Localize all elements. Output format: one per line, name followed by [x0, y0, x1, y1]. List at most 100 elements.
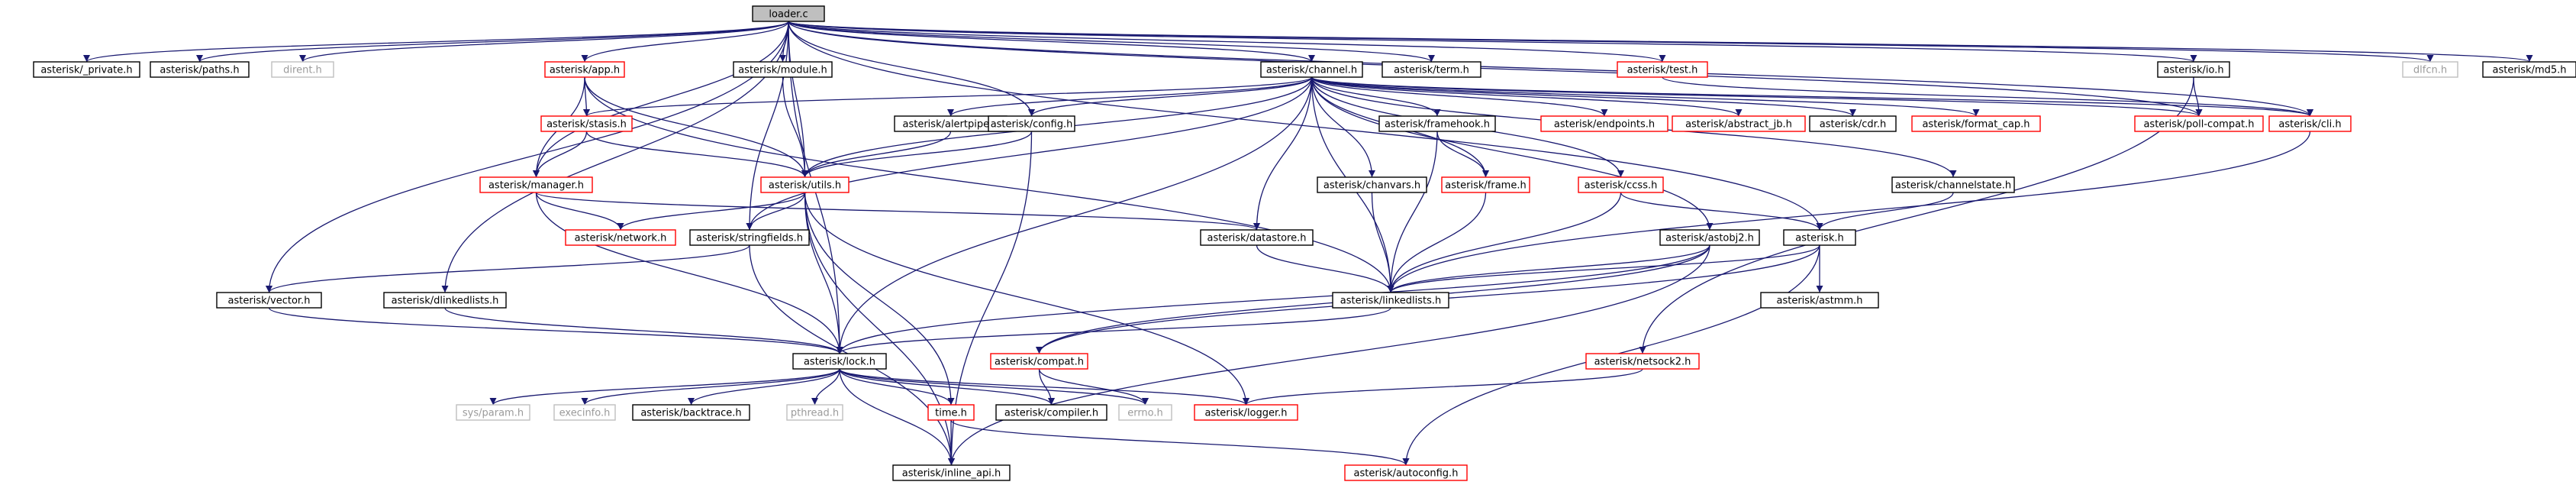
edge-lock-to-logger [839, 368, 1249, 406]
node-paths-label: asterisk/paths.h [160, 65, 239, 76]
node-compiler[interactable]: asterisk/compiler.h [995, 404, 1107, 421]
node-channelstate[interactable]: asterisk/channelstate.h [1891, 176, 2015, 193]
node-app-label: asterisk/app.h [550, 65, 620, 76]
node-md5[interactable]: asterisk/md5.h [2482, 61, 2576, 78]
node-loader[interactable]: loader.c [752, 5, 825, 22]
node-autoconfig[interactable]: asterisk/autoconfig.h [1344, 464, 1468, 481]
edge-module-to-utils [782, 76, 809, 178]
node-dlfcn-box [2402, 61, 2458, 78]
node-linkedlists[interactable]: asterisk/linkedlists.h [1332, 292, 1449, 309]
node-pthread-label: pthread.h [791, 408, 839, 419]
edge-loader-to-poll_compat [788, 21, 2203, 117]
node-private-box [33, 61, 140, 78]
node-term[interactable]: asterisk/term.h [1381, 61, 1481, 78]
node-dlinkedlists[interactable]: asterisk/dlinkedlists.h [383, 292, 507, 309]
edge-lock-to-inline_api [839, 368, 956, 466]
node-channel[interactable]: asterisk/channel.h [1260, 61, 1363, 78]
nodes-layer: loader.c asterisk/_private.h asterisk/path… [33, 5, 2576, 481]
node-network[interactable]: asterisk/network.h [565, 229, 676, 246]
node-inline_api[interactable]: asterisk/inline_api.h [892, 464, 1011, 481]
node-app[interactable]: asterisk/app.h [544, 61, 625, 78]
node-abstract_jb[interactable]: asterisk/abstract_jb.h [1672, 115, 1806, 132]
edge-astobj2-to-linkedlists [1387, 244, 1710, 293]
node-format_cap[interactable]: asterisk/format_cap.h [1911, 115, 2041, 132]
edge-channel-to-format_cap [1311, 76, 1980, 117]
node-errno[interactable]: errno.h [1118, 404, 1172, 421]
node-astobj2-box [1659, 229, 1760, 246]
node-astobj2-label: asterisk/astobj2.h [1665, 233, 1754, 244]
node-execinfo[interactable]: execinfo.h [553, 404, 616, 421]
node-backtrace[interactable]: asterisk/backtrace.h [632, 404, 750, 421]
edge-channel-to-lock [836, 76, 1313, 354]
edge-config-to-utils [801, 131, 1033, 178]
node-manager[interactable]: asterisk/manager.h [479, 176, 593, 193]
node-dirent-box [271, 61, 334, 78]
node-sysparam[interactable]: sys/param.h [456, 404, 530, 421]
node-netsock2[interactable]: asterisk/netsock2.h [1585, 353, 1700, 370]
node-compat-box [990, 353, 1088, 370]
node-compat[interactable]: asterisk/compat.h [990, 353, 1088, 370]
node-vector[interactable]: asterisk/vector.h [216, 292, 322, 309]
node-astmm[interactable]: asterisk/astmm.h [1760, 292, 1879, 309]
edge-loader-to-config [788, 21, 1036, 117]
node-io[interactable]: asterisk/io.h [2157, 61, 2230, 78]
node-frame[interactable]: asterisk/frame.h [1441, 176, 1530, 193]
node-astobj2[interactable]: asterisk/astobj2.h [1659, 229, 1760, 246]
node-module[interactable]: asterisk/module.h [733, 61, 833, 78]
edge-framehook-to-frame [1436, 131, 1490, 178]
node-manager-label: asterisk/manager.h [488, 180, 584, 192]
node-endpoints[interactable]: asterisk/endpoints.h [1540, 115, 1668, 132]
node-ccss[interactable]: asterisk/ccss.h [1578, 176, 1664, 193]
node-private[interactable]: asterisk/_private.h [33, 61, 140, 78]
node-dirent[interactable]: dirent.h [271, 61, 334, 78]
node-test-label: asterisk/test.h [1627, 65, 1698, 76]
edge-manager-to-lock [535, 192, 843, 354]
node-poll_compat[interactable]: asterisk/poll-compat.h [2134, 115, 2264, 132]
edge-astobj2-to-inline_api [948, 244, 1710, 466]
node-lock[interactable]: asterisk/lock.h [792, 353, 887, 370]
edge-channel-to-cli [1311, 76, 2313, 117]
node-dlfcn-label: dlfcn.h [2413, 65, 2447, 76]
edges-layer [83, 21, 2532, 466]
edge-datastore-to-linkedlists [1256, 244, 1394, 293]
node-ccss-label: asterisk/ccss.h [1585, 180, 1658, 192]
node-framehook[interactable]: asterisk/framehook.h [1378, 115, 1496, 132]
edge-stringfields-to-vector [266, 244, 750, 293]
edge-loader-to-term [788, 21, 1435, 63]
node-time-label: time.h [935, 408, 967, 419]
node-compiler-label: asterisk/compiler.h [1004, 408, 1098, 419]
node-term-box [1381, 61, 1481, 78]
node-vector-box [216, 292, 322, 309]
edge-loader-to-stringfields [746, 21, 789, 231]
node-pthread[interactable]: pthread.h [786, 404, 843, 421]
node-dlfcn[interactable]: dlfcn.h [2402, 61, 2458, 78]
node-paths[interactable]: asterisk/paths.h [150, 61, 250, 78]
node-alertpipe[interactable]: asterisk/alertpipe.h [894, 115, 1008, 132]
edge-loader-to-vector [265, 21, 789, 293]
node-config[interactable]: asterisk/config.h [988, 115, 1075, 132]
edge-channel-to-stasis [583, 76, 1313, 117]
node-cli[interactable]: asterisk/cli.h [2268, 115, 2352, 132]
node-datastore[interactable]: asterisk/datastore.h [1200, 229, 1314, 246]
node-test[interactable]: asterisk/test.h [1617, 61, 1708, 78]
node-lock-box [792, 353, 887, 370]
node-autoconfig-box [1344, 464, 1468, 481]
node-utils[interactable]: asterisk/utils.h [760, 176, 850, 193]
node-stringfields[interactable]: asterisk/stringfields.h [689, 229, 810, 246]
node-asterisk[interactable]: asterisk.h [1783, 229, 1856, 246]
node-private-label: asterisk/_private.h [40, 65, 132, 76]
edge-loader-to-dirent [299, 21, 789, 63]
edge-lock-to-execinfo [581, 368, 840, 406]
node-logger[interactable]: asterisk/logger.h [1194, 404, 1298, 421]
edge-time-to-inline_api [947, 419, 956, 466]
node-cdr-label: asterisk/cdr.h [1820, 119, 1886, 131]
node-channel-label: asterisk/channel.h [1266, 65, 1357, 76]
node-cdr[interactable]: asterisk/cdr.h [1809, 115, 1897, 132]
node-time[interactable]: time.h [927, 404, 975, 421]
node-backtrace-label: asterisk/backtrace.h [640, 408, 741, 419]
node-stasis[interactable]: asterisk/stasis.h [540, 115, 633, 132]
node-chanvars[interactable]: asterisk/chanvars.h [1317, 176, 1427, 193]
node-datastore-label: asterisk/datastore.h [1207, 233, 1306, 244]
node-stringfields-label: asterisk/stringfields.h [696, 233, 803, 244]
